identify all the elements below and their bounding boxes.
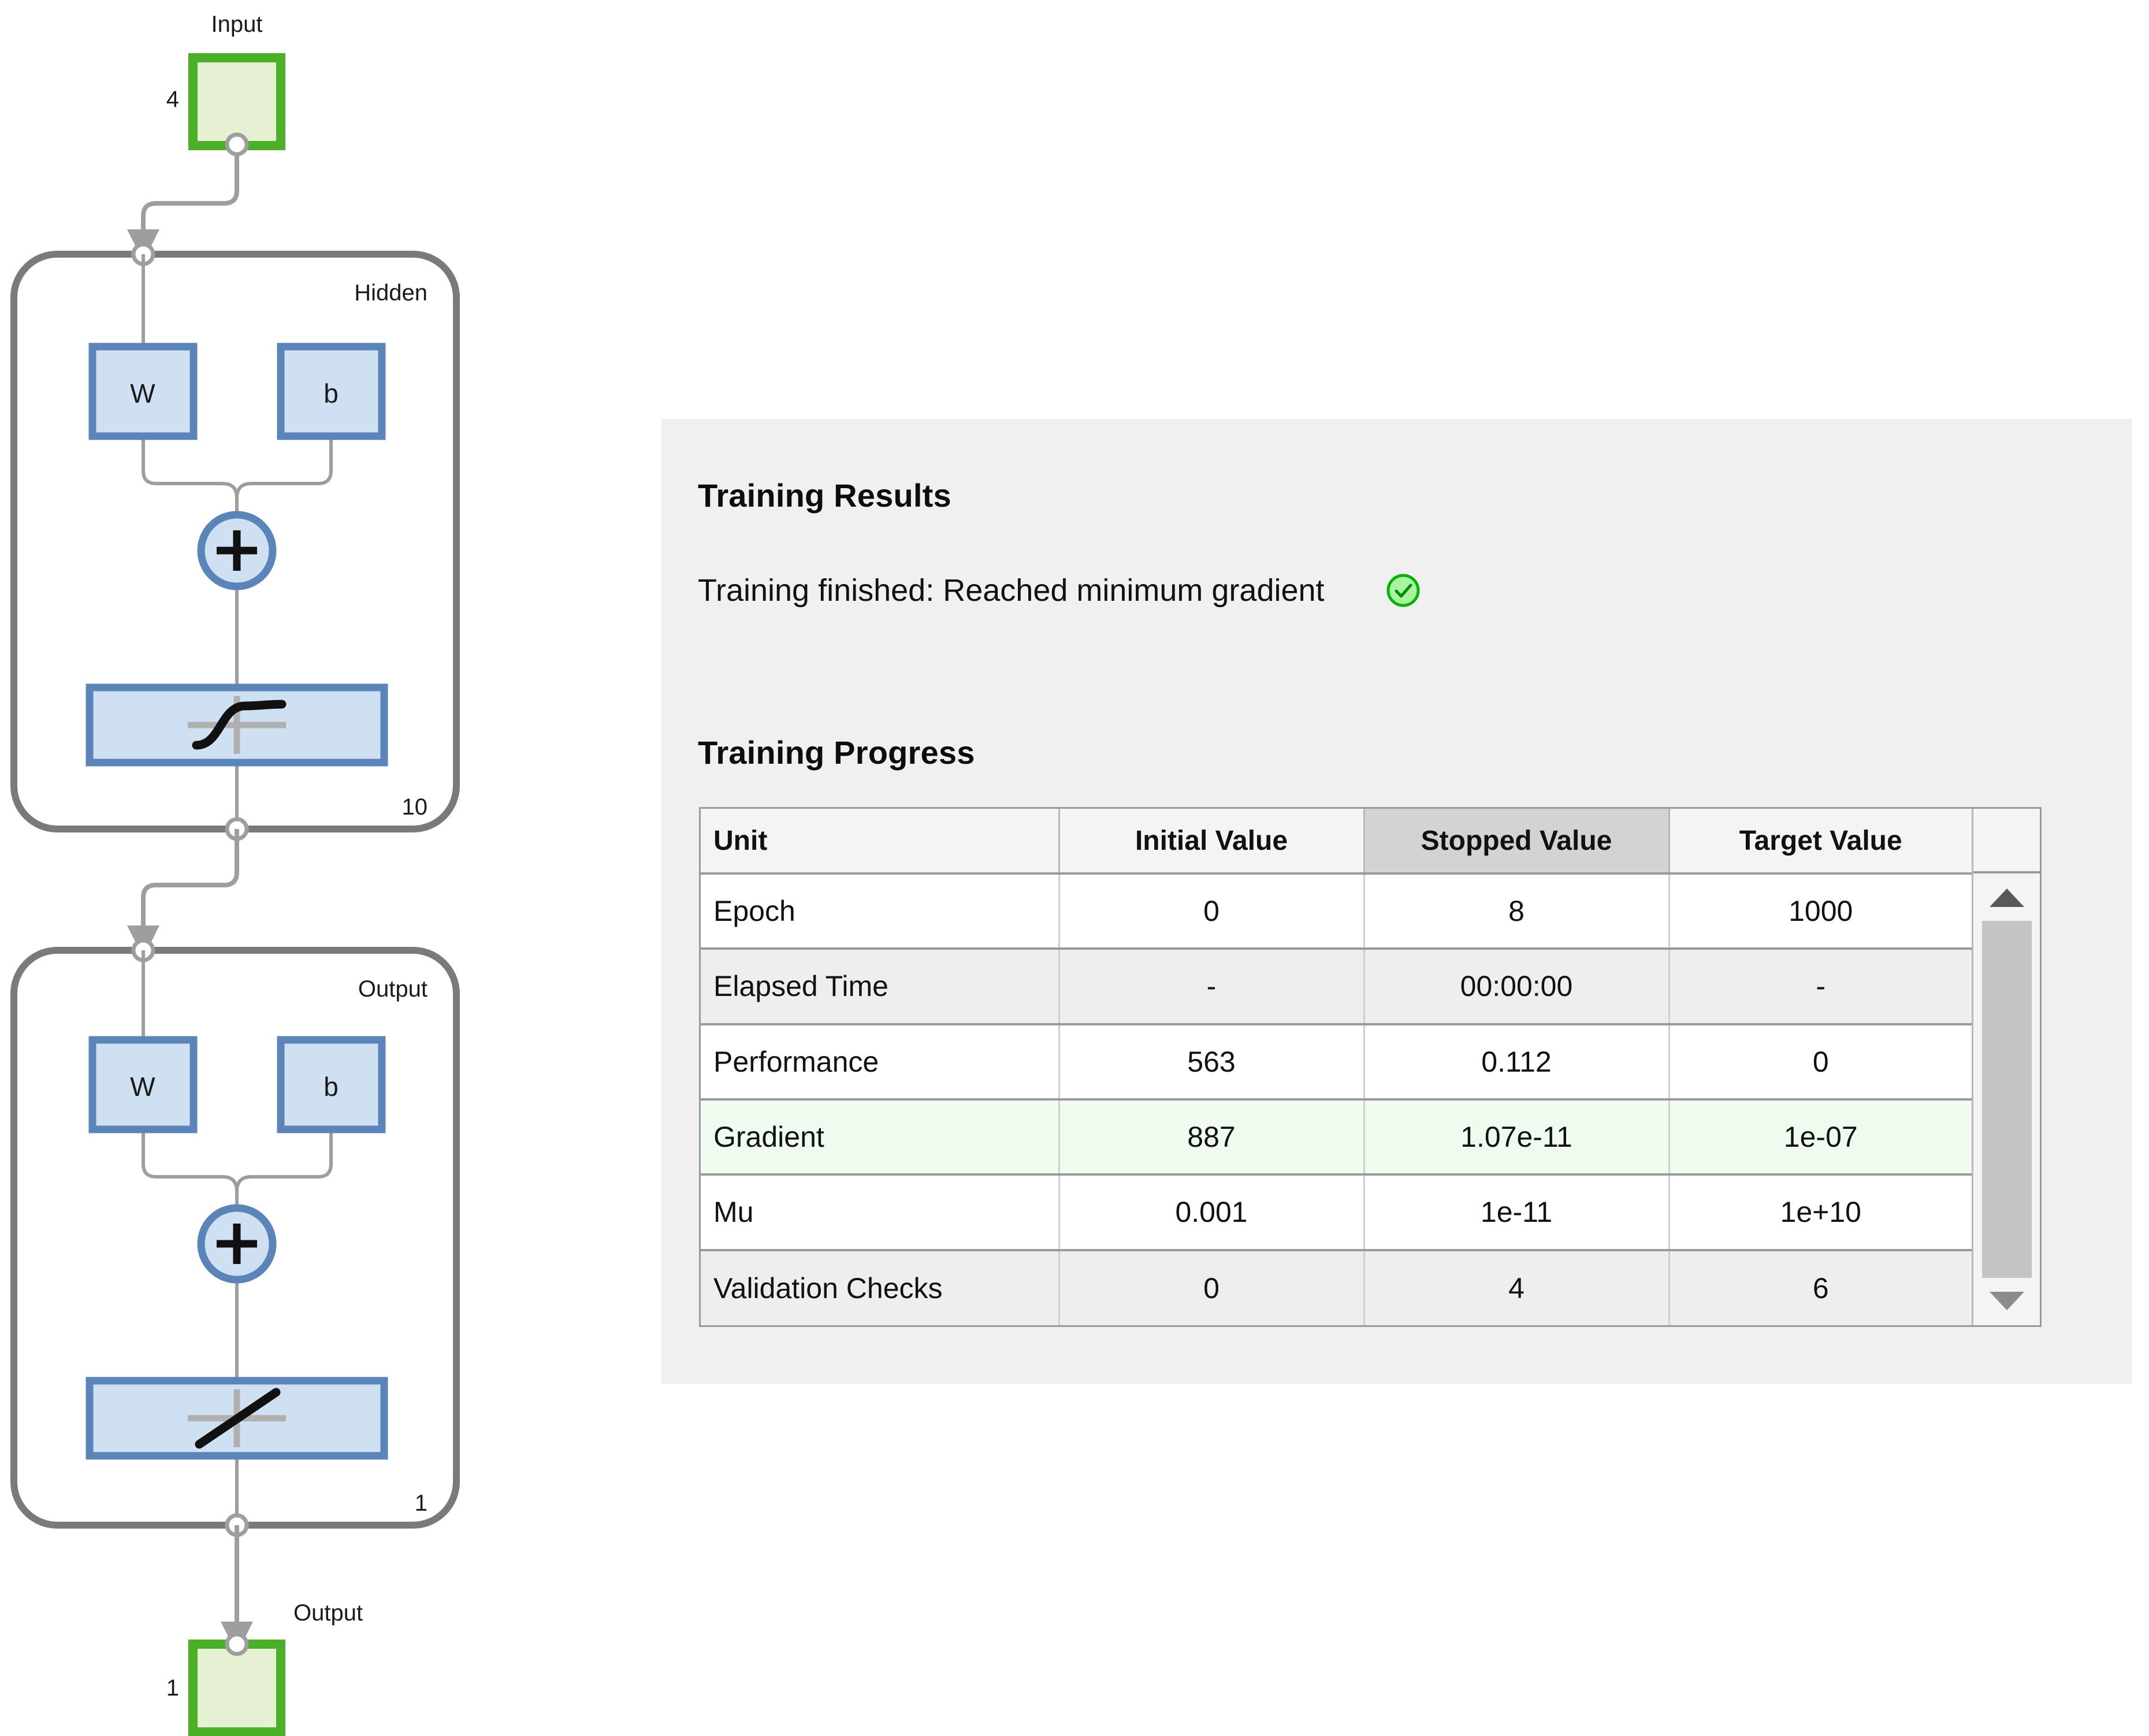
cell-unit: Epoch	[701, 873, 1060, 950]
hidden-bias-label: b	[324, 378, 339, 408]
cell-initial: -	[1059, 949, 1365, 1025]
cell-target: 1e+10	[1669, 1174, 1972, 1251]
cell-initial: 0	[1059, 873, 1365, 950]
hidden-weight-block	[88, 343, 198, 440]
output-bias-label: b	[324, 1072, 339, 1102]
hidden-layer-neuron-count: 10	[402, 794, 428, 820]
output-layer-neuron-count: 1	[415, 1490, 427, 1516]
cell-initial: 0	[1059, 1250, 1365, 1325]
cell-unit: Performance	[701, 1024, 1060, 1101]
cell-target: 6	[1669, 1250, 1972, 1325]
table-row[interactable]: Elapsed Time - 00:00:00 -	[701, 949, 1972, 1025]
triangle-up-icon[interactable]	[1973, 879, 2040, 916]
scrollbar-header-spacer	[1973, 809, 2040, 873]
training-progress-table: Unit Initial Value Stopped Value Target …	[701, 809, 1972, 1325]
sigmoid-tansig-icon	[188, 696, 287, 754]
cell-stopped: 00:00:00	[1364, 949, 1670, 1025]
cell-unit: Validation Checks	[701, 1250, 1060, 1325]
table-row[interactable]: Mu 0.001 1e-11 1e+10	[701, 1174, 1972, 1251]
table-row[interactable]: Validation Checks 0 4 6	[701, 1250, 1972, 1325]
cell-initial: 563	[1059, 1024, 1365, 1101]
output-sum-node	[197, 1204, 277, 1284]
check-circle-icon	[1385, 573, 1421, 608]
cell-target: -	[1669, 949, 1972, 1025]
network-architecture-diagram: Input 4 Hidden 10 W b	[0, 0, 474, 1736]
table-vertical-scrollbar[interactable]	[1972, 809, 2040, 1325]
hidden-activation-block	[85, 683, 388, 767]
training-finished-row: Training finished: Reached minimum gradi…	[698, 572, 1421, 609]
column-header-unit[interactable]: Unit	[701, 809, 1060, 875]
cell-target: 1e-07	[1669, 1099, 1972, 1176]
scrollbar-thumb[interactable]	[1981, 921, 2032, 1278]
column-header-stopped-value[interactable]: Stopped Value	[1364, 809, 1670, 875]
cell-initial: 887	[1059, 1099, 1365, 1176]
cell-target: 0	[1669, 1024, 1972, 1101]
input-block-size: 4	[166, 87, 179, 112]
cell-target: 1000	[1669, 873, 1972, 950]
output-bias-block	[277, 1036, 386, 1133]
input-block-title: Input	[211, 12, 263, 37]
linear-purelin-icon	[188, 1388, 286, 1449]
output-weight-label: W	[130, 1072, 155, 1102]
table-header-row: Unit Initial Value Stopped Value Target …	[701, 809, 1972, 875]
cell-stopped: 0.112	[1364, 1024, 1670, 1101]
output-block-size: 1	[166, 1675, 179, 1701]
output-activation-block	[85, 1377, 388, 1460]
cell-unit: Elapsed Time	[701, 949, 1060, 1025]
training-progress-heading: Training Progress	[698, 734, 975, 771]
output-layer-title: Output	[358, 976, 427, 1002]
hidden-weight-label: W	[130, 378, 155, 408]
cell-unit: Mu	[701, 1174, 1060, 1251]
column-header-target-value[interactable]: Target Value	[1669, 809, 1972, 875]
table-row[interactable]: Gradient 887 1.07e-11 1e-07	[701, 1099, 1972, 1176]
wire-input-to-hidden	[127, 144, 239, 262]
output-block-title: Output	[293, 1600, 363, 1626]
cell-stopped: 1.07e-11	[1364, 1099, 1670, 1176]
column-header-initial-value[interactable]: Initial Value	[1059, 809, 1365, 875]
hidden-bias-block	[277, 343, 386, 440]
cell-unit: Gradient	[701, 1099, 1060, 1176]
output-block	[188, 1632, 285, 1736]
output-weight-block	[88, 1036, 198, 1133]
training-finished-message: Training finished: Reached minimum gradi…	[698, 573, 1325, 608]
hidden-sum-node	[197, 511, 277, 590]
table-row[interactable]: Performance 563 0.112 0	[701, 1024, 1972, 1101]
triangle-down-icon[interactable]	[1973, 1283, 2040, 1319]
training-results-panel: Training Results Training finished: Reac…	[661, 419, 2132, 1384]
hidden-layer-title: Hidden	[354, 280, 427, 306]
training-results-heading: Training Results	[698, 477, 951, 514]
table-row[interactable]: Epoch 0 8 1000	[701, 873, 1972, 950]
cell-initial: 0.001	[1059, 1174, 1365, 1251]
input-block	[188, 53, 285, 157]
cell-stopped: 1e-11	[1364, 1174, 1670, 1251]
scrollbar-track[interactable]	[1973, 873, 2040, 1325]
wire-hidden-to-output	[127, 829, 239, 958]
training-progress-table-container: Unit Initial Value Stopped Value Target …	[699, 807, 2042, 1327]
cell-stopped: 4	[1364, 1250, 1670, 1325]
cell-stopped: 8	[1364, 873, 1670, 950]
